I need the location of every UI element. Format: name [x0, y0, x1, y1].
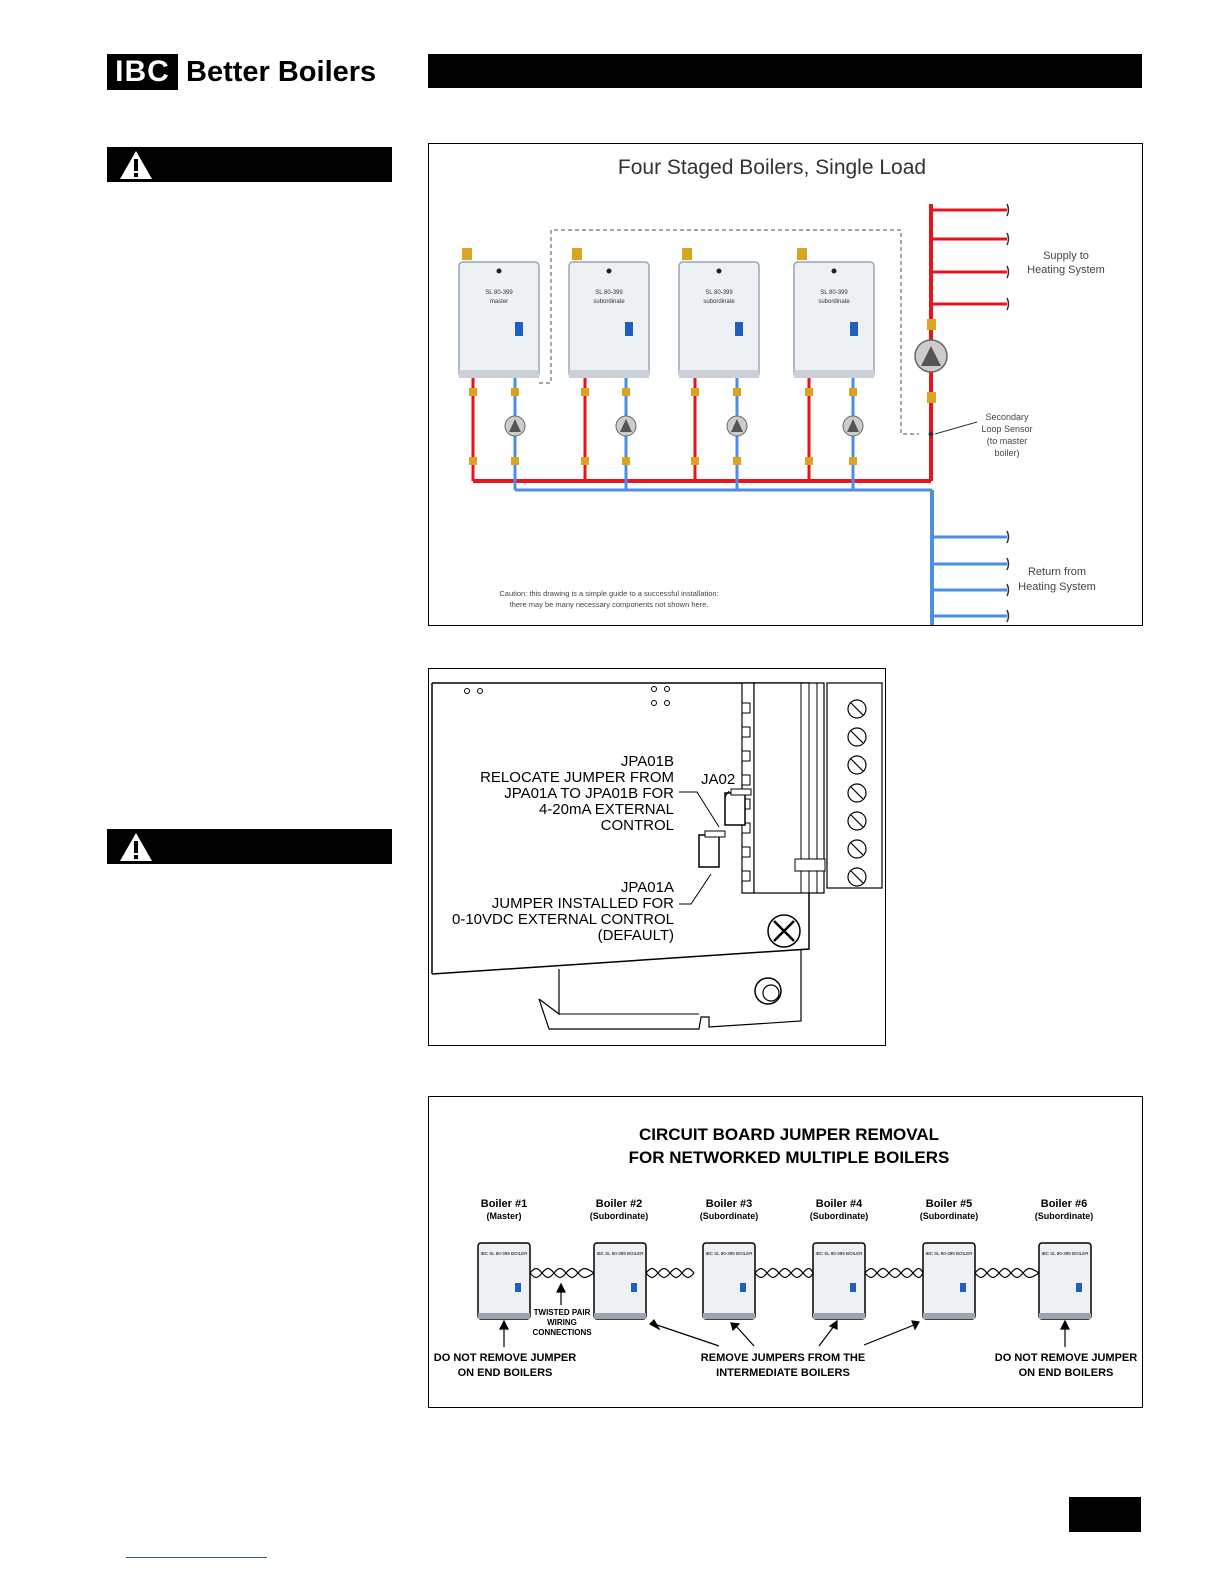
twisted-pair-label: WIRING	[547, 1318, 577, 1327]
warning-bar-1	[107, 147, 392, 182]
network-boilers: IBC SL 80-399 BOILER IBC SL 80-399 BOILE…	[477, 1242, 1092, 1320]
network-jumper-diagram: CIRCUIT BOARD JUMPER REMOVAL FOR NETWORK…	[434, 1125, 1137, 1379]
sensor-wire	[539, 229, 919, 435]
staged-boilers-figure: Four Staged Boilers, Single Load SL 80-3…	[428, 143, 1143, 626]
boiler-name: Boiler #1	[481, 1198, 527, 1210]
jpa01b-note: RELOCATE JUMPER FROM	[480, 769, 674, 786]
jpa01b-note: 4-20mA EXTERNAL	[539, 801, 674, 818]
end-boiler-note: DO NOT REMOVE JUMPER	[995, 1352, 1137, 1364]
board-holes	[464, 686, 670, 706]
network-boiler-1: IBC SL 80-399 BOILER	[477, 1242, 531, 1320]
boiler-plate: IBC SL 80-399 BOILER	[1041, 1251, 1089, 1256]
network-jumper-figure: CIRCUIT BOARD JUMPER REMOVAL FOR NETWORK…	[428, 1096, 1143, 1408]
boiler-unit-4: SL 80-399 subordinate	[793, 261, 875, 378]
page-number-box	[1069, 1497, 1141, 1532]
boiler-plate: IBC SL 80-399 BOILER	[705, 1251, 753, 1256]
network-boiler-5: IBC SL 80-399 BOILER	[922, 1242, 976, 1320]
boiler-unit-1: SL 80-399 master	[458, 261, 540, 378]
boiler-unit-2: SL 80-399 subordinate	[568, 261, 650, 378]
boiler-plate: IBC SL 80-399 BOILER	[596, 1251, 644, 1256]
pipe-breaks	[1006, 203, 1010, 623]
pipe-valves	[469, 319, 936, 465]
boiler-plate: IBC SL 80-399 BOILER	[480, 1251, 528, 1256]
return-label: Heating System	[1018, 581, 1096, 593]
jpa01b-note: CONTROL	[601, 817, 674, 834]
return-piping	[513, 378, 1007, 625]
boiler-role: subordinate	[703, 299, 735, 305]
boiler-role: subordinate	[818, 299, 850, 305]
boiler-role: (Subordinate)	[590, 1211, 649, 1221]
jumper-location-figure: JPA01B RELOCATE JUMPER FROM JPA01A TO JP…	[428, 668, 886, 1046]
warning-icon	[120, 151, 152, 179]
jpa01a-note: (DEFAULT)	[598, 927, 674, 944]
caution-note: there may be many necessary components n…	[510, 600, 709, 609]
end-boiler-note: DO NOT REMOVE JUMPER	[434, 1352, 576, 1364]
boiler-pumps	[504, 415, 864, 437]
warning-bar-2	[107, 829, 392, 864]
ja02-label: JA02	[701, 771, 735, 788]
end-boiler-note: ON END BOILERS	[1019, 1367, 1114, 1379]
jumper-jpa01b	[724, 792, 746, 826]
boiler-model: SL 80-399	[595, 290, 623, 296]
jpa01a-note: JUMPER INSTALLED FOR	[492, 895, 674, 912]
jpa01a-note: 0-10VDC EXTERNAL CONTROL	[452, 911, 674, 928]
boiler-name: Boiler #5	[926, 1198, 972, 1210]
jumper-location-diagram: JPA01B RELOCATE JUMPER FROM JPA01A TO JP…	[431, 682, 883, 1030]
boiler-model: SL 80-399	[485, 290, 513, 296]
twisted-pair-wiring	[529, 1267, 1040, 1279]
boiler-plate: IBC SL 80-399 BOILER	[815, 1251, 863, 1256]
boiler-role: subordinate	[593, 299, 625, 305]
sensor-label: (to master	[987, 436, 1028, 446]
boiler-name: Boiler #6	[1041, 1198, 1087, 1210]
twisted-pair-label: CONNECTIONS	[532, 1328, 592, 1337]
warning-icon	[120, 833, 152, 861]
callout-arrows	[499, 1282, 1070, 1347]
supply-label: Heating System	[1027, 264, 1105, 276]
supply-label: Supply to	[1043, 250, 1089, 262]
sensor-label: Secondary	[985, 412, 1029, 422]
ibc-logo-mark: IBC	[107, 54, 178, 90]
boiler-role: master	[490, 299, 508, 305]
boiler-role: (Subordinate)	[810, 1211, 869, 1221]
sensor-leader	[934, 421, 978, 435]
jpa01a-label: JPA01A	[621, 879, 674, 896]
header-bar	[428, 54, 1142, 88]
intermediate-note: REMOVE JUMPERS FROM THE	[701, 1352, 865, 1364]
network-boiler-2: IBC SL 80-399 BOILER	[593, 1242, 647, 1320]
figure-title: CIRCUIT BOARD JUMPER REMOVAL	[639, 1125, 939, 1144]
boiler-model: SL 80-399	[820, 290, 848, 296]
network-boiler-6: IBC SL 80-399 BOILER	[1038, 1242, 1092, 1320]
staged-boilers-diagram: Four Staged Boilers, Single Load SL 80-3…	[458, 156, 1105, 625]
sensor-label: Loop Sensor	[981, 424, 1032, 434]
jpa01b-label: JPA01B	[621, 753, 674, 770]
boiler-model: SL 80-399	[705, 290, 733, 296]
network-boiler-3: IBC SL 80-399 BOILER	[702, 1242, 756, 1320]
boiler-role: (Subordinate)	[700, 1211, 759, 1221]
caution-note: Caution: this drawing is a simple guide …	[499, 589, 718, 598]
connector-header	[741, 682, 755, 894]
mounting-bracket	[538, 949, 802, 1030]
ibc-logo-text: Better Boilers	[186, 56, 377, 88]
boiler-name: Boiler #2	[596, 1198, 642, 1210]
relief-valves	[462, 248, 807, 260]
boiler-plate: IBC SL 80-399 BOILER	[925, 1251, 973, 1256]
twisted-pair-label: TWISTED PAIR	[534, 1308, 591, 1317]
figure-title: FOR NETWORKED MULTIPLE BOILERS	[629, 1148, 950, 1167]
boiler-role: (Subordinate)	[920, 1211, 979, 1221]
footer-link-underline[interactable]	[126, 1557, 267, 1558]
boiler-unit-3: SL 80-399 subordinate	[678, 261, 760, 378]
jpa01b-note: JPA01A TO JPA01B FOR	[504, 785, 674, 802]
end-boiler-note: ON END BOILERS	[458, 1367, 553, 1379]
return-label: Return from	[1028, 566, 1086, 578]
system-pump	[914, 339, 948, 373]
sensor-label: boiler)	[994, 448, 1019, 458]
figure-title: Four Staged Boilers, Single Load	[618, 156, 926, 179]
jumper-jpa01a	[698, 834, 720, 868]
boiler-role: (Master)	[486, 1211, 521, 1221]
network-boiler-4: IBC SL 80-399 BOILER	[812, 1242, 866, 1320]
boiler-role: (Subordinate)	[1035, 1211, 1094, 1221]
boiler-name: Boiler #4	[816, 1198, 863, 1210]
boiler-name: Boiler #3	[706, 1198, 752, 1210]
intermediate-note: INTERMEDIATE BOILERS	[716, 1367, 850, 1379]
